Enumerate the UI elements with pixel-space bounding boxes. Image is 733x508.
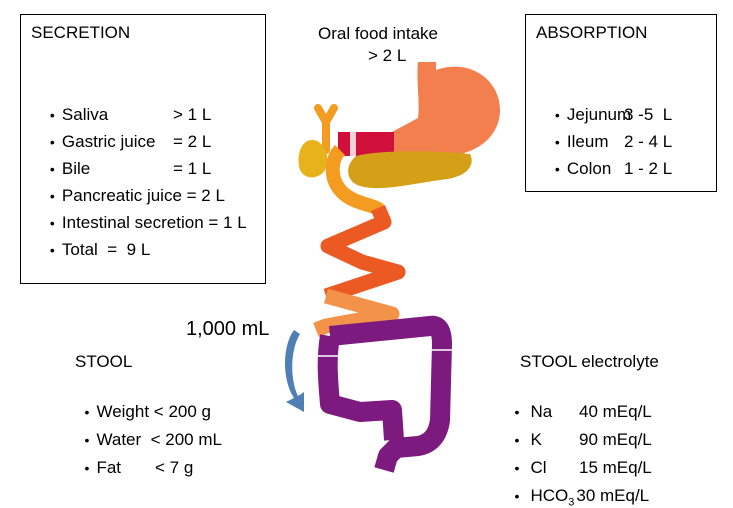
secretion-label: Saliva: [61, 105, 109, 124]
bullet: •: [84, 432, 90, 448]
colon-descending: [317, 334, 404, 441]
colon: [329, 315, 452, 473]
pancreas: [348, 151, 472, 189]
stomach-pylorus: [338, 132, 394, 156]
bullet: •: [49, 161, 55, 177]
stool-item: • Weight < 200 g: [75, 382, 211, 422]
esophagus: [314, 104, 338, 154]
electrolyte-label: K: [530, 430, 542, 449]
absorption-label: Colon: [566, 159, 612, 178]
stool-value: < 7 g: [155, 458, 194, 477]
absorption-title: ABSORPTION: [536, 23, 648, 42]
absorption-value: 3 -5 L: [624, 105, 673, 124]
absorption-label: Ileum: [566, 132, 609, 151]
secretion-box: SECRETION • Saliva > 1 L • Gastric juice = 2…: [20, 14, 266, 284]
secretion-value: > 1 L: [173, 105, 212, 124]
gallbladder: [298, 140, 328, 178]
absorption-item: • Colon 1 - 2 L: [536, 139, 672, 199]
bullet: •: [84, 404, 90, 420]
gi-tract-illustration: [285, 62, 500, 473]
bullet: •: [49, 215, 55, 231]
stomach: [392, 62, 500, 157]
secretion-item: • Pancreatic juice = 2 L: [31, 166, 225, 226]
stool-value: < 200 g: [153, 402, 211, 421]
bullet: •: [49, 188, 55, 204]
electrolyte-value: 90 mEq/L: [579, 430, 652, 449]
electrolyte-item: • K 90 mEq/L: [505, 410, 651, 450]
stool-title: STOOL: [75, 352, 133, 371]
secretion-item: • Saliva > 1 L: [31, 85, 211, 145]
duodenum: [325, 145, 385, 217]
electrolyte-value: 15 mEq/L: [579, 458, 652, 477]
bullet: •: [49, 242, 55, 258]
secretion-value: = 9 L: [107, 240, 151, 259]
absorption-value: 1 - 2 L: [624, 159, 673, 178]
electrolyte-title: STOOL electrolyte: [520, 352, 659, 371]
bullet: •: [514, 460, 520, 476]
secretion-value: = 1 L: [173, 159, 212, 178]
bullet: •: [84, 460, 90, 476]
bullet: •: [554, 107, 560, 123]
bullet: •: [49, 134, 55, 150]
secretion-label: Total: [61, 240, 98, 259]
electrolyte-item: • Na 40 mEq/L: [505, 382, 651, 422]
secretion-item: • Total = 9 L: [31, 220, 150, 280]
electrolyte-label: Cl: [530, 458, 547, 477]
bullet: •: [49, 107, 55, 123]
electrolyte-value: 40 mEq/L: [579, 402, 652, 421]
electrolyte-item: • Cl 15 mEq/L: [505, 438, 651, 478]
secretion-item: • Bile = 1 L: [31, 139, 211, 199]
bullet: •: [514, 404, 520, 420]
intake-amount: > 2 L: [368, 46, 407, 65]
secretion-item: • Gastric juice = 2 L: [31, 112, 211, 172]
secretion-label: Bile: [61, 159, 91, 178]
intake-label: Oral food intake: [318, 24, 439, 43]
bullet: •: [514, 432, 520, 448]
absorption-label: Jejunum: [566, 105, 632, 124]
absorption-value: 2 - 4 L: [624, 132, 673, 151]
secretion-label: Gastric juice: [61, 132, 156, 151]
secretion-item: • Intestinal secretion = 1 L: [31, 193, 247, 253]
secretion-value: = 2 L: [186, 186, 225, 205]
stool-item: • Water < 200 mL: [75, 410, 222, 450]
secretion-label: Intestinal secretion: [61, 213, 204, 232]
absorption-item: • Ileum 2 - 4 L: [536, 112, 672, 172]
transit-arrow: [285, 330, 304, 412]
stool-label: Water: [96, 430, 142, 449]
secretion-title: SECRETION: [31, 23, 131, 42]
secretion-value: = 1 L: [208, 213, 247, 232]
transit-volume-label: 1,000 mL: [186, 318, 270, 340]
secretion-label: Pancreatic juice: [61, 186, 182, 205]
bullet: •: [554, 134, 560, 150]
stool-label: Weight: [96, 402, 150, 421]
bullet: •: [554, 161, 560, 177]
stool-value: < 200 mL: [150, 430, 222, 449]
secretion-value: = 2 L: [173, 132, 212, 151]
stool-label: Fat: [96, 458, 122, 477]
stool-item: • Fat < 7 g: [75, 438, 193, 478]
ileum: [313, 288, 400, 337]
jejunum: [320, 205, 406, 304]
electrolyte-label: Na: [530, 402, 553, 421]
electrolyte-subscript: 3: [568, 496, 575, 508]
